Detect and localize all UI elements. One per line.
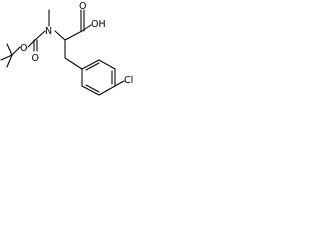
atom-label-chlorine: Cl (124, 75, 133, 86)
bond-carbonyl-to-nitrogen (34, 30, 46, 41)
atom-label-acid-oxygen: O (79, 1, 86, 12)
bond-tbu-methyl-left (0, 54, 13, 61)
bond-tbu-methyl-bottom (6, 54, 13, 68)
ring-bond-1 (81, 59, 100, 70)
ring-inner-double-top (85, 62, 100, 71)
ring-bond-2 (98, 59, 116, 70)
atom-label-nitrogen: N (45, 26, 52, 37)
atom-label-ester-oxygen: O (20, 43, 27, 54)
atom-label-carbonyl-oxygen: O (32, 53, 39, 64)
ring-bond-4 (98, 85, 116, 96)
bonds (0, 9, 125, 96)
structure-diagram: O O N O OH Cl (0, 1, 133, 96)
bond-acid-to-hydroxyl (81, 24, 92, 32)
bond-nitrogen-to-alpha-carbon (54, 30, 66, 41)
bond-ring-to-chlorine (114, 80, 125, 87)
ring-inner-double-bottom (85, 84, 100, 93)
bond-methylene-to-ring (64, 57, 83, 70)
bond-tbu-methyl-top (6, 43, 13, 56)
atom-labels: O O N O OH Cl (20, 1, 133, 86)
bond-tbu-to-ester-oxygen (11, 46, 21, 56)
bond-alpha-to-acid-carbon (64, 30, 83, 41)
ring-bond-5 (81, 85, 100, 96)
atom-label-hydroxyl: OH (91, 19, 106, 30)
